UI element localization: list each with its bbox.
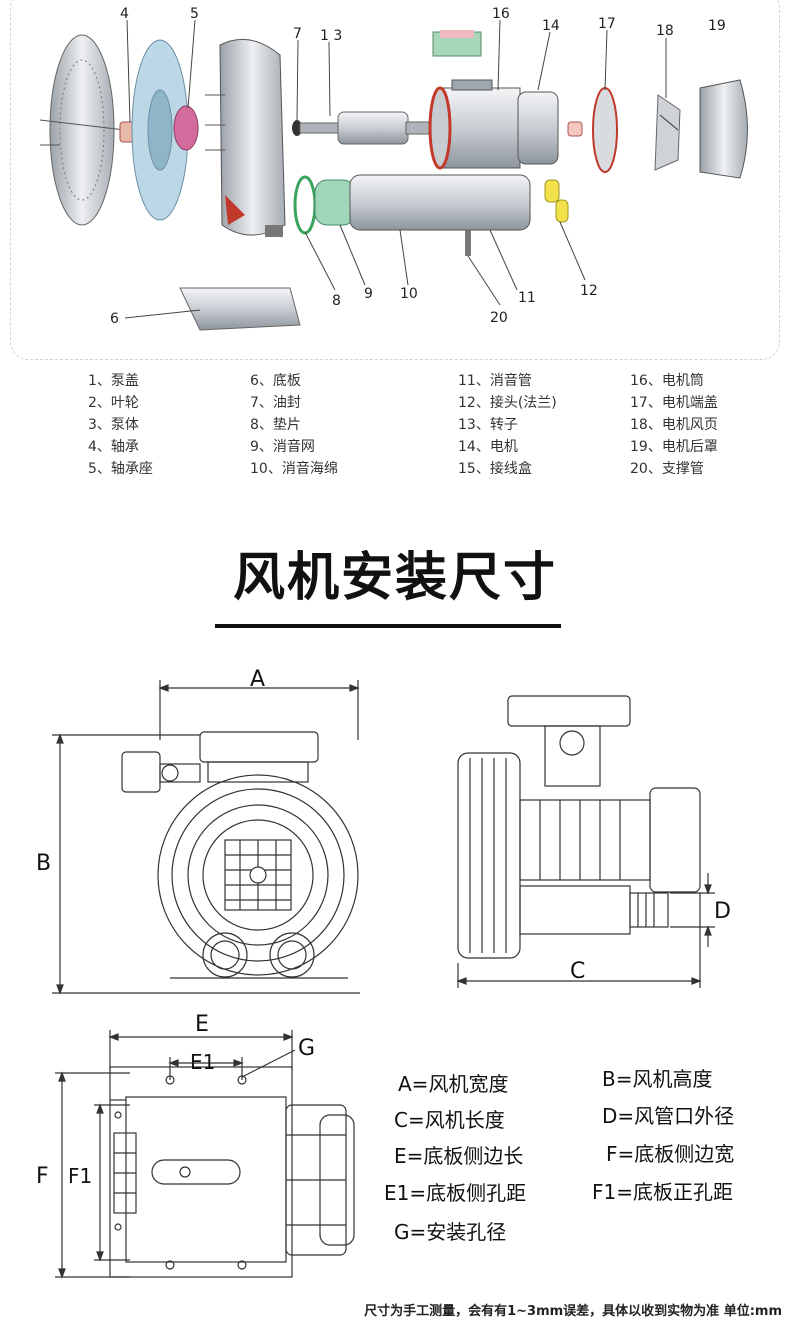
dimension-label-f1: F1 [68,1164,92,1188]
part-entry: 2、叶轮 [88,395,139,411]
part-entry: 11、消音管 [458,373,532,389]
silencer-mesh-part [314,179,356,226]
base-plate-part [179,287,301,331]
legend-entry: B=风机高度 [602,1067,713,1091]
callout-label: 16 [492,6,510,22]
callout-label: 14 [542,18,560,34]
pump-cover-part [39,34,126,226]
pump-body-part [205,38,286,237]
part-entry: 5、轴承座 [88,461,153,477]
callout-label: 11 [518,290,536,306]
dimension-label-a: A [250,667,265,692]
silencer-tube-part [349,174,531,231]
callout-label: 17 [598,16,616,32]
callout-label: 8 [332,293,341,309]
dimension-label-d: D [714,899,731,924]
part-entry: 3、泵体 [88,417,139,433]
part-entry: 4、轴承 [88,439,139,455]
part-entry: 12、接头(法兰) [458,395,557,411]
motor-part [428,79,559,170]
flange-part [544,179,569,223]
gasket-part [293,175,317,235]
part-entry: 6、底板 [250,373,301,389]
callout-label: 7 [293,26,302,42]
dimension-label-f: F [36,1164,49,1189]
dimension-legend: A=风机宽度 B=风机高度 C=风机长度 D=风管口外径 E=底板侧边长 F=底… [380,1058,780,1258]
legend-entry: F1=底板正孔距 [592,1180,733,1204]
part-entry: 18、电机风页 [630,417,718,433]
bearing-seat-part [173,105,199,151]
side-view-drawing: C D [456,695,731,988]
motor-end-cover-part [592,87,618,173]
part-entry: 14、电机 [458,439,518,455]
dimension-label-b: B [36,851,51,876]
callout-label: 4 [120,6,129,22]
part-entry: 7、油封 [250,395,301,411]
legend-entry: A=风机宽度 [398,1072,509,1096]
dimension-label-e: E [195,1012,209,1037]
parts-legend: 1、泵盖 2、叶轮 3、泵体 4、轴承 5、轴承座 6、底板 7、油封 8、垫片… [0,370,790,490]
support-tube-part [465,230,471,256]
motor-rear-cover-part [699,79,748,179]
front-view-drawing: A B [36,667,360,995]
dimension-label-e1: E1 [190,1050,215,1074]
exploded-view-frame [10,0,780,360]
parts-legend-col-3: 11、消音管 12、接头(法兰) 13、转子 14、电机 15、接线盒 [458,370,557,480]
callout-label: 6 [110,311,119,327]
exploded-view-diagram: 4 5 7 1 3 16 14 17 18 19 6 8 9 10 11 12 … [39,6,748,331]
callout-label: 1 3 [320,28,342,44]
legend-entry: G=安装孔径 [394,1220,507,1244]
part-entry: 20、支撑管 [630,461,704,477]
callout-label: 5 [190,6,199,22]
motor-fan-part [654,94,681,171]
callout-label: 12 [580,283,598,299]
callout-label: 10 [400,286,418,302]
legend-entry: F=底板侧边宽 [606,1142,735,1166]
part-entry: 19、电机后罩 [630,439,718,455]
legend-entry: C=风机长度 [394,1108,505,1132]
parts-legend-col-4: 16、电机筒 17、电机端盖 18、电机风页 19、电机后罩 20、支撑管 [630,370,718,480]
section-title: 风机安装尺寸 [232,548,557,608]
part-entry: 8、垫片 [250,417,301,433]
part-entry: 10、消音海绵 [250,461,338,477]
callout-label: 18 [656,23,674,39]
callout-label: 20 [490,310,508,326]
legend-entry: E=底板侧边长 [394,1144,524,1168]
dimension-label-g: G [298,1036,315,1061]
part-entry: 1、泵盖 [88,373,139,389]
part-entry: 16、电机筒 [630,373,704,389]
title-underline [215,624,561,628]
rear-bearing-part [567,121,583,137]
part-entry: 9、消音网 [250,439,315,455]
callout-label: 19 [708,18,726,34]
part-entry: 17、电机端盖 [630,395,718,411]
part-entry: 15、接线盒 [458,461,532,477]
impeller-part [131,39,189,221]
base-view-drawing: E E1 G F F1 [36,1012,355,1279]
parts-legend-col-1: 1、泵盖 2、叶轮 3、泵体 4、轴承 5、轴承座 [88,370,153,480]
footer-note: 尺寸为手工测量，会有有1~3mm误差，具体以收到实物为准 单位:mm [364,1304,782,1319]
junction-box-part [432,30,482,57]
callout-label: 9 [364,286,373,302]
dimension-label-c: C [570,959,585,984]
rotor-part [299,111,437,145]
legend-entry: D=风管口外径 [602,1104,735,1128]
legend-entry: E1=底板侧孔距 [384,1181,527,1205]
parts-legend-col-2: 6、底板 7、油封 8、垫片 9、消音网 10、消音海绵 [250,370,338,480]
part-entry: 13、转子 [458,417,518,433]
